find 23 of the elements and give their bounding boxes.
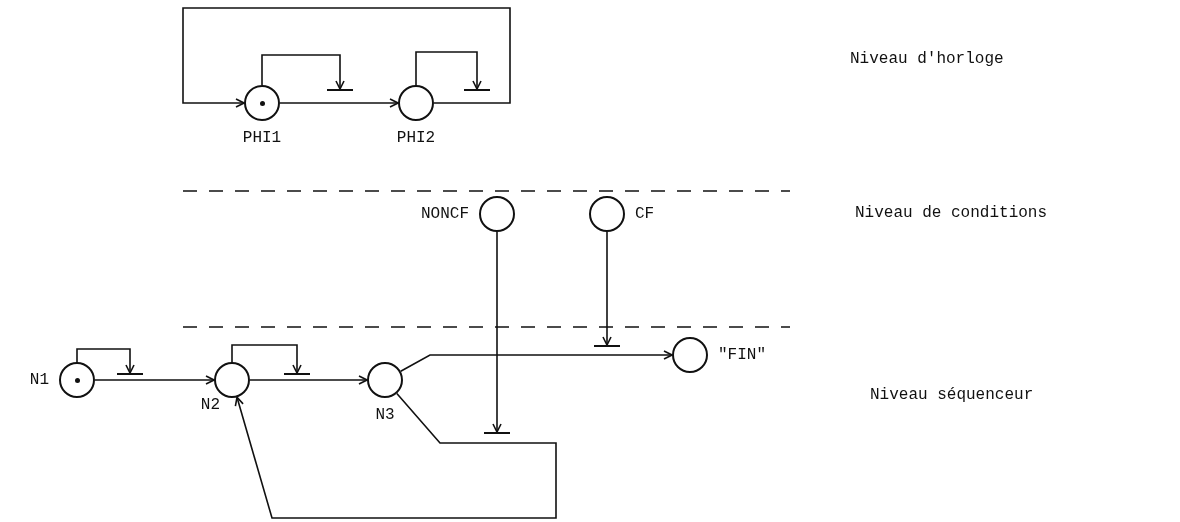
arc-arrow [492,231,502,433]
arc-arrow [399,350,673,373]
arc-arrow [76,348,135,374]
place-label: CF [635,205,655,223]
place-label: PHI2 [396,129,436,147]
level-label: Niveau d'horloge [850,50,1004,68]
level-label: Niveau séquenceur [870,386,1034,404]
arc-arrow [602,231,612,346]
arc-arrow [234,392,557,519]
arc-arrow [261,54,345,90]
arc-arrow [279,98,399,108]
level-label: Niveau de conditions [855,204,1048,222]
place-label: N2 [200,396,220,414]
arc-arrow [182,7,511,108]
arc-arrow [249,375,368,385]
place-label: "FIN" [718,346,766,364]
place-label: N1 [29,371,49,389]
place-label: PHI1 [242,129,282,147]
arc-arrow [415,51,482,90]
arc-arrow [94,375,215,385]
place-label: N3 [375,406,395,424]
place-label: NONCF [421,205,469,223]
arc-arrow [231,344,302,374]
